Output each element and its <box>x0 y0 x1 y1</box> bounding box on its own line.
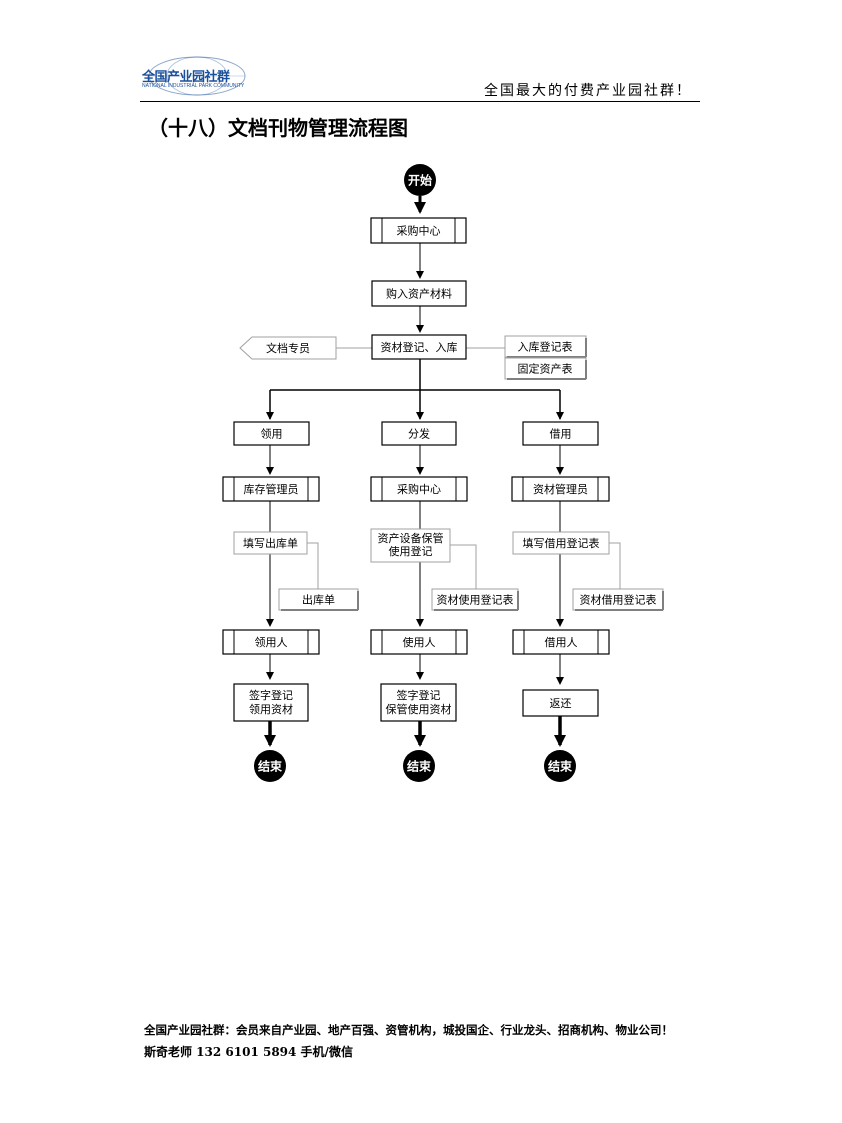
left-manager-node: 库存管理员 <box>222 476 320 502</box>
left-action-node: 领用 <box>233 421 310 446</box>
right-manager-node: 资材管理员 <box>511 476 610 502</box>
svg-text:文档专员: 文档专员 <box>266 341 310 355</box>
middle-person-node: 使用人 <box>370 629 468 655</box>
svg-text:签字登记: 签字登记 <box>397 688 441 702</box>
header-divider <box>140 101 700 102</box>
middle-fill-node: 资产设备保管 使用登记 <box>370 528 451 563</box>
svg-text:结束: 结束 <box>407 759 432 774</box>
svg-text:领用资材: 领用资材 <box>249 702 293 716</box>
page-title: （十八）文档刊物管理流程图 <box>148 116 408 140</box>
right-fill-node: 填写借用登记表 <box>512 531 610 555</box>
middle-sign-node: 签字登记 保管使用资材 <box>380 683 457 722</box>
purchase-materials-node: 购入资产材料 <box>371 280 467 307</box>
doc-specialist-node: 文档专员 <box>239 336 337 360</box>
fixed-asset-form-doc: 固定资产表 <box>504 357 587 380</box>
page-header: 全国产业园社群 NATIONAL INDUSTRIAL PARK COMMUNI… <box>140 52 700 102</box>
header-slogan: 全国最大的付费产业园社群！ <box>484 83 692 99</box>
left-person-node: 领用人 <box>222 629 320 655</box>
svg-text:入库登记表: 入库登记表 <box>518 340 573 354</box>
svg-text:保管使用资材: 保管使用资材 <box>386 702 452 716</box>
left-sign-node: 签字登记 领用资材 <box>233 683 309 722</box>
globe-icon <box>148 56 246 96</box>
right-action-node: 借用 <box>522 421 599 446</box>
svg-text:购入资产材料: 购入资产材料 <box>386 287 452 301</box>
svg-text:借用: 借用 <box>550 428 572 441</box>
right-end-terminal: 结束 <box>544 750 576 782</box>
svg-text:结束: 结束 <box>548 759 573 774</box>
svg-text:出库单: 出库单 <box>302 593 335 607</box>
svg-text:资产设备保管: 资产设备保管 <box>378 531 444 545</box>
svg-text:库存管理员: 库存管理员 <box>244 482 299 496</box>
left-end-terminal: 结束 <box>254 750 286 782</box>
logo-subtext: NATIONAL INDUSTRIAL PARK COMMUNITY <box>142 83 245 89</box>
svg-text:资材管理员: 资材管理员 <box>533 482 588 496</box>
right-return-node: 返还 <box>522 689 599 717</box>
svg-text:资材借用登记表: 资材借用登记表 <box>580 593 657 607</box>
svg-text:采购中心: 采购中心 <box>397 224 441 238</box>
connectors <box>264 196 566 747</box>
right-document: 资材借用登记表 <box>572 588 664 611</box>
svg-text:领用人: 领用人 <box>255 636 288 649</box>
svg-text:返还: 返还 <box>550 697 572 710</box>
svg-text:资材登记、入库: 资材登记、入库 <box>381 340 458 354</box>
middle-document: 资材使用登记表 <box>431 588 519 611</box>
svg-text:采购中心: 采购中心 <box>397 482 441 496</box>
svg-text:借用人: 借用人 <box>545 636 578 649</box>
middle-end-terminal: 结束 <box>403 750 435 782</box>
side-connectors <box>307 347 621 589</box>
svg-text:签字登记: 签字登记 <box>249 688 293 702</box>
procurement-center-node: 采购中心 <box>370 217 467 244</box>
svg-text:资材使用登记表: 资材使用登记表 <box>437 593 514 607</box>
svg-text:填写出库单: 填写出库单 <box>243 536 298 550</box>
right-person-node: 借用人 <box>512 629 610 655</box>
register-storage-node: 资材登记、入库 <box>371 334 467 360</box>
left-fill-node: 填写出库单 <box>233 531 308 555</box>
footer-community-line: 全国产业园社群：会员来自产业园、地产百强、资管机构，城投国企、行业龙头、招商机构… <box>144 1023 673 1037</box>
svg-text:固定资产表: 固定资产表 <box>518 362 573 376</box>
left-document: 出库单 <box>278 588 359 611</box>
middle-action-node: 分发 <box>381 421 457 446</box>
svg-text:结束: 结束 <box>258 759 283 774</box>
logo-text: 全国产业园社群 <box>142 70 230 85</box>
svg-text:填写借用登记表: 填写借用登记表 <box>523 536 600 550</box>
svg-text:使用人: 使用人 <box>403 636 436 649</box>
storage-form-doc: 入库登记表 <box>504 335 587 358</box>
start-terminal: 开始 <box>404 164 436 196</box>
svg-text:领用: 领用 <box>261 428 283 441</box>
middle-manager-node: 采购中心 <box>370 476 468 502</box>
svg-text:开始: 开始 <box>408 173 432 188</box>
footer-contact-line: 斯奇老师 132 6101 5894 手机/微信 <box>144 1045 353 1059</box>
community-logo: 全国产业园社群 NATIONAL INDUSTRIAL PARK COMMUNI… <box>142 54 252 98</box>
svg-text:使用登记: 使用登记 <box>389 544 433 558</box>
svg-text:分发: 分发 <box>408 427 430 441</box>
